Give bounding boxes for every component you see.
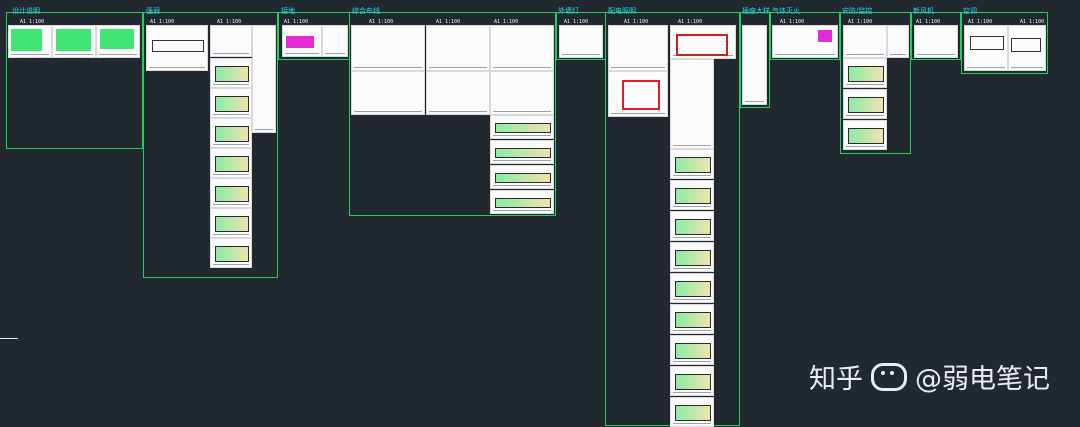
red-plan (676, 34, 728, 56)
sheet-label: A1 1:100 (284, 19, 309, 25)
group-frame-socket-detail[interactable] (740, 12, 770, 108)
sheet-drawing (848, 128, 884, 144)
sheet-drawing (495, 198, 551, 208)
group-title: 配电照明 (608, 7, 636, 15)
left-cad-tick (0, 338, 18, 339)
group-frame-security[interactable] (840, 12, 911, 154)
sheet-drawing (675, 250, 711, 266)
sheet-fresh-air[interactable] (914, 25, 958, 58)
group-title: 空调 (963, 7, 977, 15)
hvac-plan (970, 36, 1004, 50)
group-frame-fresh-air[interactable] (911, 12, 961, 60)
group-title: 安防/监控 (842, 7, 873, 15)
sheet-hvac-1[interactable] (964, 25, 1008, 71)
sheet-label: A1 1:100 (624, 19, 649, 25)
sheet-cabling-4[interactable] (351, 71, 425, 115)
design-notes-text-block (100, 29, 134, 49)
pink-plan (818, 30, 832, 42)
sheet-drawing (675, 188, 711, 204)
sheet-drawing (848, 97, 884, 113)
group-frame-cabling[interactable] (349, 12, 556, 216)
sheet-security-2[interactable] (887, 25, 909, 58)
sheet-label: A1 1:100 (217, 19, 242, 25)
plan-outline (152, 40, 204, 52)
sheet-security-1[interactable] (843, 25, 887, 58)
watermark-account: @弱电笔记 (915, 364, 1050, 395)
sheet-label: A1 1:100 (848, 19, 873, 25)
wechat-icon (871, 362, 907, 391)
sheet-label: A1 1:100 (916, 19, 941, 25)
group-frame-design-notes[interactable] (6, 12, 143, 149)
sheet-label: A1 1:100 (1020, 19, 1045, 25)
watermark: 知乎 @弱电笔记 (809, 357, 1050, 396)
sheet-cabling-5[interactable] (426, 71, 490, 115)
sheet-drawing (675, 312, 711, 328)
sheet-label: A1 1:100 (780, 19, 805, 25)
group-title: 气体灭火 (772, 7, 800, 15)
sheet-drawing (675, 281, 711, 297)
sheet-label: A1 1:100 (494, 19, 519, 25)
sheet-drawing (848, 66, 884, 82)
design-notes-text-block (56, 29, 91, 51)
sheet-drawing (215, 126, 249, 142)
sheet-label: A1 1:100 (968, 19, 993, 25)
sheet-label: A1 1:100 (369, 19, 394, 25)
red-plan (622, 80, 660, 110)
group-frame-hvac[interactable] (961, 12, 1048, 74)
sheet-drawing (675, 405, 711, 421)
sheet-cabling-2[interactable] (426, 25, 490, 71)
sheet-cabling-6[interactable] (490, 71, 554, 115)
group-title: 外墙灯 (558, 7, 579, 15)
sheet-label: A1 1:100 (20, 19, 45, 25)
sheet-drawing (215, 66, 249, 82)
sheet-socket-detail[interactable] (742, 25, 767, 105)
sheet-drawing (675, 343, 711, 359)
sheet-cabling-1[interactable] (351, 25, 425, 71)
sheet-power-2[interactable] (670, 25, 736, 59)
group-title: 强弱 (146, 7, 160, 15)
sheet-drawing (215, 246, 249, 262)
sheet-drawing (215, 156, 249, 172)
sheet-drawing (675, 374, 711, 390)
sheet-power-1[interactable] (608, 25, 668, 71)
sheet-drawing (495, 148, 551, 158)
hvac-plan (1011, 38, 1041, 52)
group-title: 插座大样 (742, 7, 770, 15)
group-title: 设计说明 (12, 7, 40, 15)
sheet-drawing (675, 219, 711, 235)
group-title: 综合布线 (352, 7, 380, 15)
sheet-hvac-2[interactable] (1008, 25, 1046, 71)
sheet-drawing (495, 123, 551, 133)
group-title: 接地 (281, 7, 295, 15)
sheet-drawing (215, 216, 249, 232)
sheet-strong-weak-detail[interactable] (210, 25, 252, 57)
sheet-drawing (495, 173, 551, 183)
sheet-power-4[interactable] (670, 59, 714, 149)
design-notes-text-block (11, 29, 42, 51)
pink-plan (286, 36, 314, 48)
sheet-label: A1 1:100 (436, 19, 461, 25)
sheet-cabling-3[interactable] (490, 25, 554, 71)
group-title: 新风机 (913, 7, 934, 15)
sheet-drawing (675, 157, 711, 173)
sheet-label: A1 1:100 (678, 19, 703, 25)
sheet-label: A1 1:100 (564, 19, 589, 25)
group-frame-gas-fire[interactable] (770, 12, 840, 60)
watermark-platform: 知乎 (809, 364, 863, 395)
sheet-strong-weak-plan[interactable] (146, 25, 208, 71)
sheet-facade-light[interactable] (559, 25, 603, 58)
sheet-drawing (215, 186, 249, 202)
sheet-label: A1 1:100 (150, 19, 175, 25)
sheet-grounding-2[interactable] (322, 25, 348, 57)
group-frame-strong-weak[interactable] (143, 12, 278, 278)
sheet-drawing (215, 96, 249, 112)
sheet-strong-weak-side[interactable] (252, 25, 276, 133)
